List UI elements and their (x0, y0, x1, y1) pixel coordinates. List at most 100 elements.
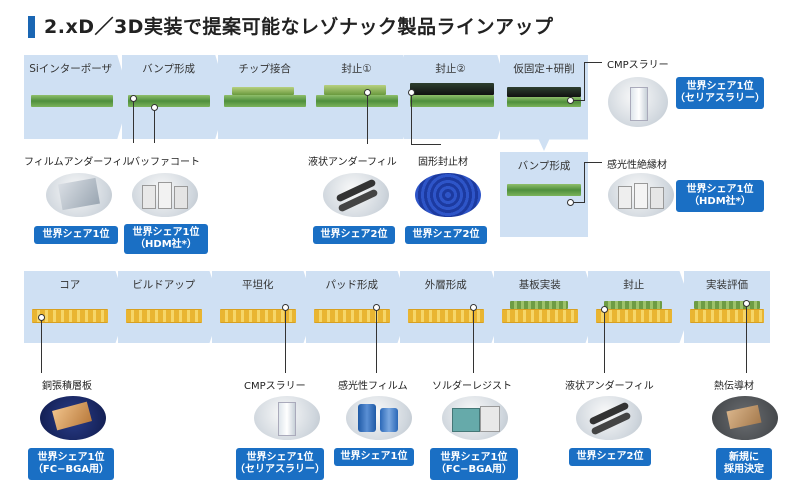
sample-image (316, 95, 398, 107)
step-label: 仮固定+研削 (513, 63, 575, 75)
product-photo-copper-clad-laminate (40, 396, 106, 440)
process-step-mounting-evaluation: 実装評価 (684, 271, 770, 343)
market-share-badge: 世界シェア2位 (313, 226, 395, 244)
product-photo-cmp-slurry (608, 77, 668, 127)
product-photo-buffer-coat (132, 173, 198, 217)
process-step-core: コア (24, 271, 128, 343)
step-label: 封止① (341, 63, 372, 75)
step-label: パッド形成 (325, 279, 379, 291)
process-step-si-interposer: Siインターポーザ (24, 55, 130, 139)
market-share-badge: 世界シェア1位 (34, 226, 118, 244)
leader-line (584, 62, 585, 101)
market-share-badge: 世界シェア2位 (569, 448, 651, 466)
leader-line (411, 144, 441, 145)
leader-line (367, 95, 368, 144)
step-label: 実装評価 (706, 279, 748, 291)
step-label: チップ接合 (238, 63, 291, 75)
material-label-solid-encapsulant: 固形封止材 (418, 157, 468, 168)
material-label-photosensitive-insulator: 感光性絶縁材 (607, 160, 667, 171)
leader-line (574, 202, 584, 203)
step-label: 封止 (623, 279, 645, 291)
sample-image (408, 309, 484, 323)
leader-line (574, 100, 584, 101)
process-step-outer-layer-formation: 外層形成 (400, 271, 504, 343)
callout-dot (567, 97, 574, 104)
leader-line (376, 310, 377, 373)
process-step-encapsulation-2: 封止② (404, 55, 510, 139)
sample-image (32, 309, 108, 323)
product-photo-film-underfill (46, 173, 112, 217)
process-step-encapsulation-1: 封止① (310, 55, 416, 139)
process-step-pad-formation: パッド形成 (306, 271, 410, 343)
sample-image (596, 309, 672, 323)
material-label-copper-clad-laminate: 銅張積層板 (42, 381, 92, 392)
process-step-substrate-mounting: 基板実装 (494, 271, 598, 343)
sample-image (232, 87, 294, 95)
page-title: 2.xD／3D実装で提案可能なレゾナック製品ラインアップ (44, 16, 554, 38)
step-label: コア (59, 279, 81, 291)
process-step-chip-bonding: チップ接合 (218, 55, 324, 139)
market-share-badge: 世界シェア1位 （HDM社*） (124, 224, 208, 254)
sample-image (324, 85, 386, 95)
product-photo-liquid-underfill (576, 396, 642, 440)
step-label: バンプ形成 (517, 160, 571, 172)
sample-image (410, 95, 494, 107)
sample-image (507, 97, 581, 107)
material-label-liquid-underfill: 液状アンダーフィル (308, 157, 397, 168)
material-label-thermal-material: 熱伝導材 (714, 381, 754, 392)
sample-image (224, 95, 306, 107)
leader-line (285, 310, 286, 373)
process-step-build-up: ビルドアップ (118, 271, 222, 343)
sample-image (314, 309, 390, 323)
material-label-film-underfill: フィルムアンダーフィル (24, 157, 133, 168)
market-share-badge: 世界シェア1位 (334, 448, 414, 466)
step-label: 基板実装 (518, 279, 561, 291)
market-share-badge: 世界シェア1位 （HDM社*） (676, 180, 764, 212)
leader-line (473, 310, 474, 373)
step-label: 平坦化 (242, 279, 274, 291)
callout-dot (567, 199, 574, 206)
market-share-badge: 世界シェア1位 （セリアスラリー） (235, 448, 325, 480)
market-share-badge: 世界シェア1位 （セリアスラリー） (675, 77, 765, 109)
leader-line (411, 95, 412, 144)
leader-line (746, 306, 747, 373)
sample-image (220, 309, 296, 323)
sample-image (410, 83, 494, 95)
leader-line (133, 101, 134, 143)
process-step-temporary-bonding-grinding: 仮固定+研削 (500, 55, 588, 151)
leader-line (584, 62, 602, 63)
step-label: 封止② (435, 63, 466, 75)
leader-line (584, 162, 585, 203)
leader-line (584, 162, 602, 163)
sample-image (502, 309, 578, 323)
market-share-badge: 世界シェア1位 （FC−BGA用） (28, 448, 114, 480)
material-label-cmp-slurry: CMPスラリー (607, 60, 669, 71)
process-step-planarization: 平坦化 (212, 271, 316, 343)
step-label: バンプ形成 (142, 63, 195, 75)
material-label-photosensitive-film: 感光性フィルム (338, 381, 408, 392)
title-accent-bar (28, 16, 35, 38)
sample-image (31, 95, 113, 107)
product-photo-cmp-slurry (254, 396, 320, 440)
leader-line (41, 320, 42, 373)
sample-image (126, 309, 202, 323)
sample-image (694, 301, 760, 309)
sample-image (128, 95, 210, 107)
sample-image (507, 87, 581, 97)
product-photo-solder-resist (442, 396, 508, 440)
product-photo-solid-encapsulant (415, 173, 481, 217)
product-photo-liquid-underfill (323, 173, 389, 217)
step-label: 外層形成 (424, 279, 467, 291)
product-photo-thermal-material (712, 396, 778, 440)
sample-image (507, 184, 581, 196)
new-adoption-badge: 新規に 採用決定 (716, 448, 772, 480)
material-label-liquid-underfill: 液状アンダーフィル (565, 381, 654, 392)
leader-line (154, 110, 155, 143)
process-step-bump-formation-2: バンプ形成 (500, 152, 588, 237)
leader-line (604, 312, 605, 373)
sample-image (604, 301, 662, 309)
material-label-buffer-coat: バッファコート (130, 157, 200, 168)
sample-image (510, 301, 568, 309)
market-share-badge: 世界シェア1位 （FC−BGA用） (430, 448, 518, 480)
process-step-bump-formation: バンプ形成 (122, 55, 228, 139)
